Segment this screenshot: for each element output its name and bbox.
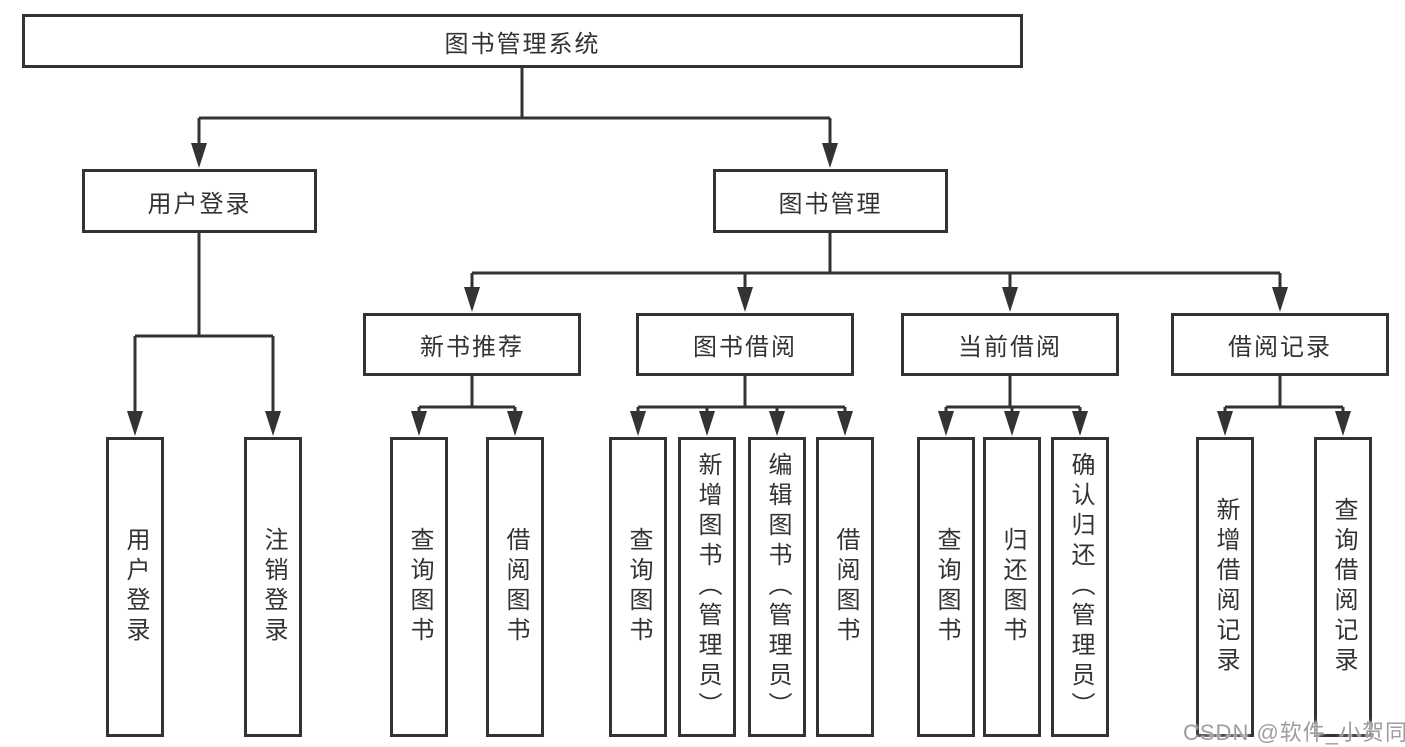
node-book-borrow: 图书借阅 [636, 313, 854, 376]
leaf-label: 查询图书 [406, 527, 433, 647]
node-leaf-query-borrow-record: 查询借阅记录 [1314, 437, 1372, 737]
leaf-label: 查询图书 [625, 527, 652, 647]
arrowhead [737, 287, 753, 312]
arrowhead [699, 411, 715, 436]
connector-userlogin-to-leaves [127, 233, 281, 436]
node-leaf-add-book-admin: 新增图书（管理员） [678, 437, 736, 737]
node-leaf-user-login: 用户登录 [106, 437, 164, 737]
node-leaf-query-books-current: 查询图书 [917, 437, 975, 737]
connector-bookmgmt-to-level3 [464, 233, 1288, 312]
arrowhead [1217, 411, 1233, 436]
leaf-label: 确认归还（管理员） [1067, 452, 1094, 722]
node-root: 图书管理系统 [22, 14, 1023, 68]
arrowhead [822, 143, 838, 168]
node-book-management: 图书管理 [713, 169, 948, 233]
node-leaf-query-books-recommend: 查询图书 [390, 437, 448, 737]
leaf-label: 借阅图书 [832, 527, 859, 647]
node-leaf-edit-book-admin: 编辑图书（管理员） [748, 437, 806, 737]
connector-root-to-level2 [191, 68, 838, 168]
leaf-label: 查询图书 [933, 527, 960, 647]
arrowhead [464, 287, 480, 312]
arrowhead [1272, 287, 1288, 312]
node-book-management-label: 图书管理 [778, 190, 883, 218]
leaf-label: 归还图书 [999, 527, 1026, 647]
arrowhead [938, 411, 954, 436]
arrowhead [1004, 411, 1020, 436]
node-borrow-records: 借阅记录 [1171, 313, 1389, 376]
node-leaf-return-book: 归还图书 [983, 437, 1041, 737]
arrowhead [127, 411, 143, 436]
node-leaf-confirm-return-admin: 确认归还（管理员） [1051, 437, 1109, 737]
arrowhead [1335, 411, 1351, 436]
node-leaf-logout: 注销登录 [244, 437, 302, 737]
node-borrow-records-label: 借阅记录 [1228, 334, 1332, 361]
connector-newbooks-to-leaves [411, 376, 523, 436]
node-current-borrow: 当前借阅 [901, 313, 1119, 376]
node-new-book-recommend-label: 新书推荐 [420, 334, 524, 361]
arrowhead [837, 411, 853, 436]
node-current-borrow-label: 当前借阅 [958, 334, 1062, 361]
arrowhead [191, 143, 207, 168]
connector-bookborrow-to-leaves [630, 376, 853, 436]
csdn-watermark: CSDN @软件_小贺同学 [1183, 720, 1405, 745]
arrowhead [1072, 411, 1088, 436]
leaf-label: 新增图书（管理员） [694, 452, 721, 722]
connector-currentborrow-to-leaves [938, 376, 1088, 436]
arrowhead [265, 411, 281, 436]
leaf-label: 查询借阅记录 [1330, 497, 1357, 677]
node-leaf-borrow-books-recommend: 借阅图书 [486, 437, 544, 737]
connector-borrowrecords-to-leaves [1217, 376, 1351, 436]
leaf-label: 新增借阅记录 [1212, 497, 1239, 677]
arrowhead [769, 411, 785, 436]
leaf-label: 借阅图书 [502, 527, 529, 647]
arrowhead [411, 411, 427, 436]
node-user-login-label: 用户登录 [147, 190, 252, 218]
leaf-label: 注销登录 [260, 527, 287, 647]
node-book-borrow-label: 图书借阅 [693, 334, 797, 361]
node-leaf-query-books-borrow: 查询图书 [609, 437, 667, 737]
node-new-book-recommend: 新书推荐 [363, 313, 581, 376]
arrowhead [630, 411, 646, 436]
leaf-label: 用户登录 [122, 527, 149, 647]
arrowhead [507, 411, 523, 436]
node-user-login: 用户登录 [82, 169, 317, 233]
node-root-label: 图书管理系统 [444, 30, 601, 58]
arrowhead [1002, 287, 1018, 312]
leaf-label: 编辑图书（管理员） [764, 452, 791, 722]
node-leaf-borrow-books: 借阅图书 [816, 437, 874, 737]
node-leaf-add-borrow-record: 新增借阅记录 [1196, 437, 1254, 737]
